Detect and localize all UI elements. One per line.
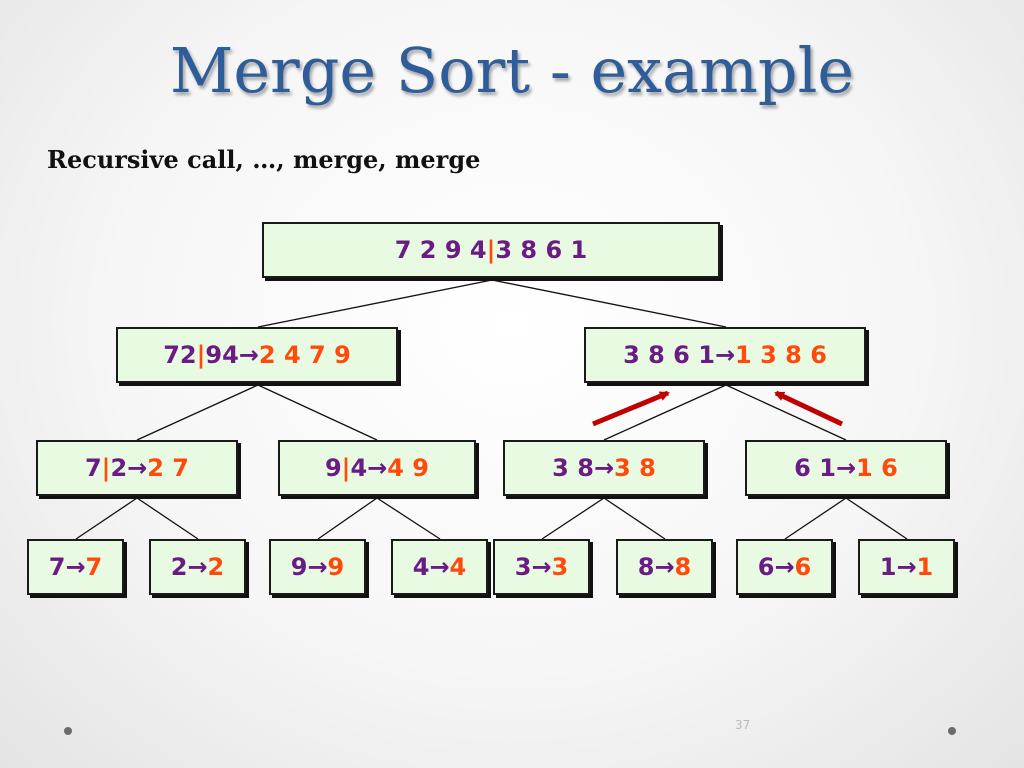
arrow-icon: → xyxy=(429,553,450,581)
tree-leaf-5: 3→3 xyxy=(493,539,590,595)
edge-a-l2 xyxy=(136,497,199,540)
decorative-dot-left xyxy=(64,727,72,735)
edge-b-l4 xyxy=(376,497,441,540)
node-part: 2 xyxy=(110,454,128,482)
edge-l1left-b xyxy=(257,384,378,441)
edge-root-left xyxy=(257,279,493,328)
leaf-result: 9 xyxy=(327,553,345,581)
leaf-input: 7 xyxy=(48,553,66,581)
arrow-icon: → xyxy=(238,341,259,369)
edge-c-l6 xyxy=(603,497,666,540)
edge-d-l8 xyxy=(845,497,908,540)
node-part: 7 xyxy=(84,454,102,482)
merge-arrow-right xyxy=(774,390,844,427)
slide-title: Merge Sort - example xyxy=(169,34,855,107)
arrow-icon: → xyxy=(593,454,615,482)
node-split-marker: | xyxy=(101,454,111,482)
decorative-dot-right xyxy=(948,727,956,735)
slide-subtitle: Recursive call, …, merge, merge xyxy=(47,145,481,174)
arrow-icon: → xyxy=(835,454,857,482)
tree-leaf-3: 9→9 xyxy=(269,539,366,595)
node-result: 1 3 8 6 xyxy=(735,341,827,369)
edge-b-l3 xyxy=(317,497,378,540)
leaf-input: 2 xyxy=(170,553,188,581)
node-input: 6 1 xyxy=(794,454,836,482)
leaf-input: 3 xyxy=(514,553,532,581)
edge-l1right-d xyxy=(725,384,847,441)
page-number: 37 xyxy=(735,718,751,732)
tree-node-level2-1: 7|2 → 2 7 xyxy=(36,440,238,496)
leaf-result: 3 xyxy=(551,553,569,581)
arrow-icon: → xyxy=(367,454,388,482)
arrow-icon: → xyxy=(127,454,148,482)
tree-leaf-8: 1→1 xyxy=(858,539,955,595)
arrow-icon: → xyxy=(531,553,552,581)
leaf-input: 9 xyxy=(290,553,308,581)
leaf-result: 4 xyxy=(449,553,467,581)
root-split-marker: | xyxy=(486,236,496,264)
node-result: 3 8 xyxy=(614,454,656,482)
node-part: 4 xyxy=(350,454,368,482)
edge-l1right-c xyxy=(603,384,727,441)
tree-leaf-2: 2→2 xyxy=(149,539,246,595)
node-result: 2 4 7 9 xyxy=(258,341,351,369)
root-left-half: 7 2 9 4 xyxy=(394,236,487,264)
arrow-icon: → xyxy=(65,553,86,581)
node-part: 9 xyxy=(324,454,342,482)
edge-root-right xyxy=(491,279,727,328)
tree-node-level1-right: 3 8 6 1→1 3 8 6 xyxy=(584,327,866,383)
node-part: 94 xyxy=(205,341,239,369)
arrow-icon: → xyxy=(774,553,795,581)
tree-node-level2-2: 9|4 → 4 9 xyxy=(278,440,476,496)
node-result: 2 7 xyxy=(147,454,190,482)
tree-node-level2-4: 6 1 → 1 6 xyxy=(745,440,947,496)
root-right-half: 3 8 6 1 xyxy=(495,236,588,264)
merge-arrow-left xyxy=(592,390,670,427)
leaf-input: 1 xyxy=(879,553,897,581)
tree-node-root: 7 2 9 4 | 3 8 6 1 xyxy=(262,222,720,278)
arrow-icon: → xyxy=(896,553,917,581)
arrow-icon: → xyxy=(714,341,736,369)
arrow-icon: → xyxy=(187,553,208,581)
arrow-icon: → xyxy=(307,553,328,581)
node-input: 3 8 6 1 xyxy=(623,341,715,369)
node-result: 1 6 xyxy=(856,454,898,482)
tree-leaf-7: 6→6 xyxy=(736,539,833,595)
tree-leaf-6: 8→8 xyxy=(616,539,713,595)
node-split-marker: | xyxy=(341,454,351,482)
leaf-result: 7 xyxy=(85,553,103,581)
leaf-input: 6 xyxy=(757,553,775,581)
edge-d-l7 xyxy=(784,497,847,540)
leaf-result: 8 xyxy=(674,553,692,581)
tree-leaf-1: 7→7 xyxy=(27,539,124,595)
leaf-result: 6 xyxy=(794,553,812,581)
tree-node-level1-left: 72|94 → 2 4 7 9 xyxy=(116,327,398,383)
arrow-icon: → xyxy=(654,553,675,581)
leaf-result: 2 xyxy=(207,553,225,581)
node-result: 4 9 xyxy=(387,454,430,482)
leaf-result: 1 xyxy=(916,553,934,581)
edge-c-l5 xyxy=(541,497,605,540)
tree-leaf-4: 4→4 xyxy=(391,539,488,595)
edge-a-l1 xyxy=(75,497,138,540)
node-part: 72 xyxy=(163,341,197,369)
node-input: 3 8 xyxy=(552,454,594,482)
leaf-input: 8 xyxy=(637,553,655,581)
tree-node-level2-3: 3 8 → 3 8 xyxy=(503,440,705,496)
edge-l1left-a xyxy=(136,384,259,441)
leaf-input: 4 xyxy=(412,553,430,581)
node-split-marker: | xyxy=(196,341,206,369)
